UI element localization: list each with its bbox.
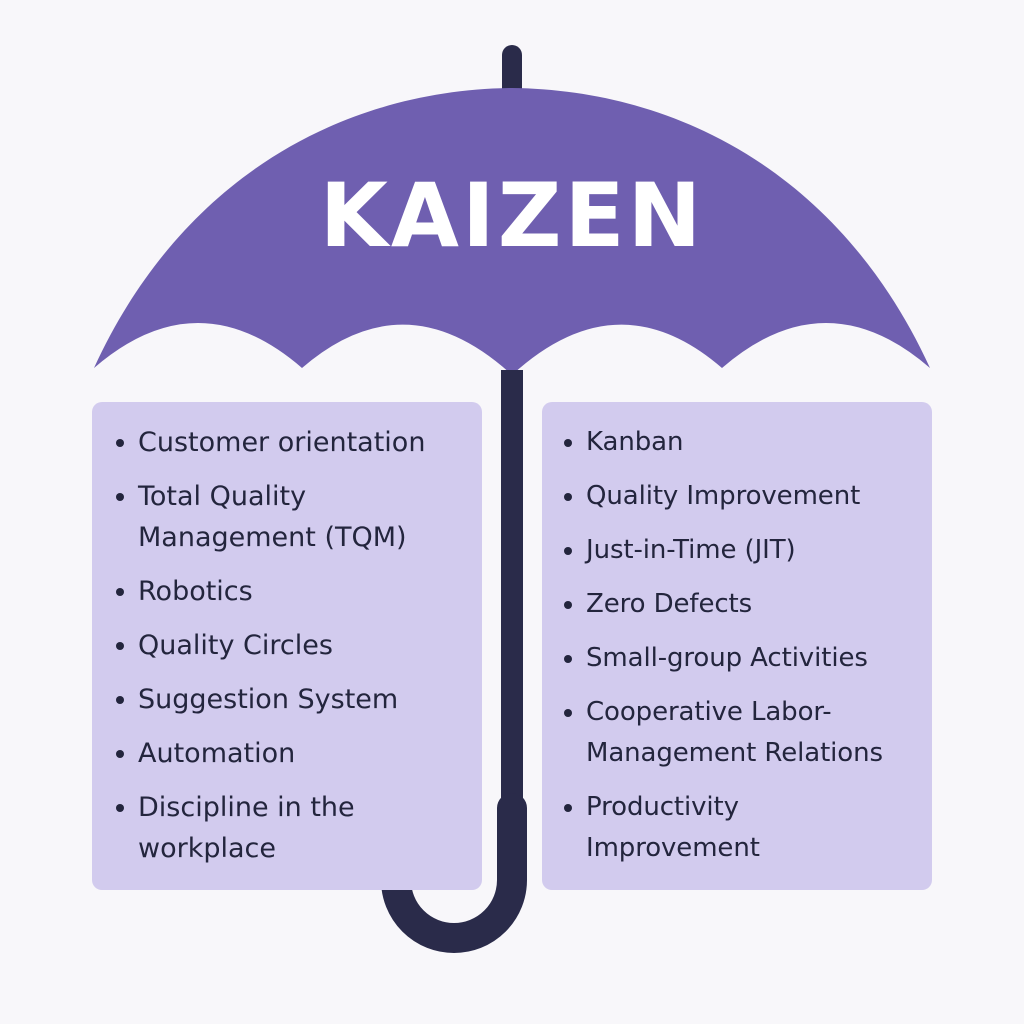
list-item: Just-in-Time (JIT) xyxy=(564,530,916,571)
list-item: Kanban xyxy=(564,422,916,463)
list-item: Total Quality Management (TQM) xyxy=(116,476,466,558)
right-practices-panel: Kanban Quality Improvement Just-in-Time … xyxy=(542,402,932,890)
list-item: Zero Defects xyxy=(564,584,916,625)
list-item: Quality Circles xyxy=(116,625,466,666)
right-practices-list: Kanban Quality Improvement Just-in-Time … xyxy=(564,422,916,869)
umbrella-canopy xyxy=(94,88,930,375)
list-item: Discipline in the workplace xyxy=(116,787,466,869)
list-item: Automation xyxy=(116,733,466,774)
list-item: Quality Improvement xyxy=(564,476,916,517)
kaizen-title: KAIZEN xyxy=(319,164,705,267)
list-item: Customer orientation xyxy=(116,422,466,463)
umbrella-handle xyxy=(381,793,527,953)
list-item: Small-group Activities xyxy=(564,638,916,679)
left-practices-panel: Customer orientation Total Quality Manag… xyxy=(92,402,482,890)
left-practices-list: Customer orientation Total Quality Manag… xyxy=(116,422,466,869)
list-item: Cooperative Labor-Management Relations xyxy=(564,692,916,774)
list-item: Suggestion System xyxy=(116,679,466,720)
list-item: Robotics xyxy=(116,571,466,612)
list-item: Productivity Improvement xyxy=(564,787,916,869)
